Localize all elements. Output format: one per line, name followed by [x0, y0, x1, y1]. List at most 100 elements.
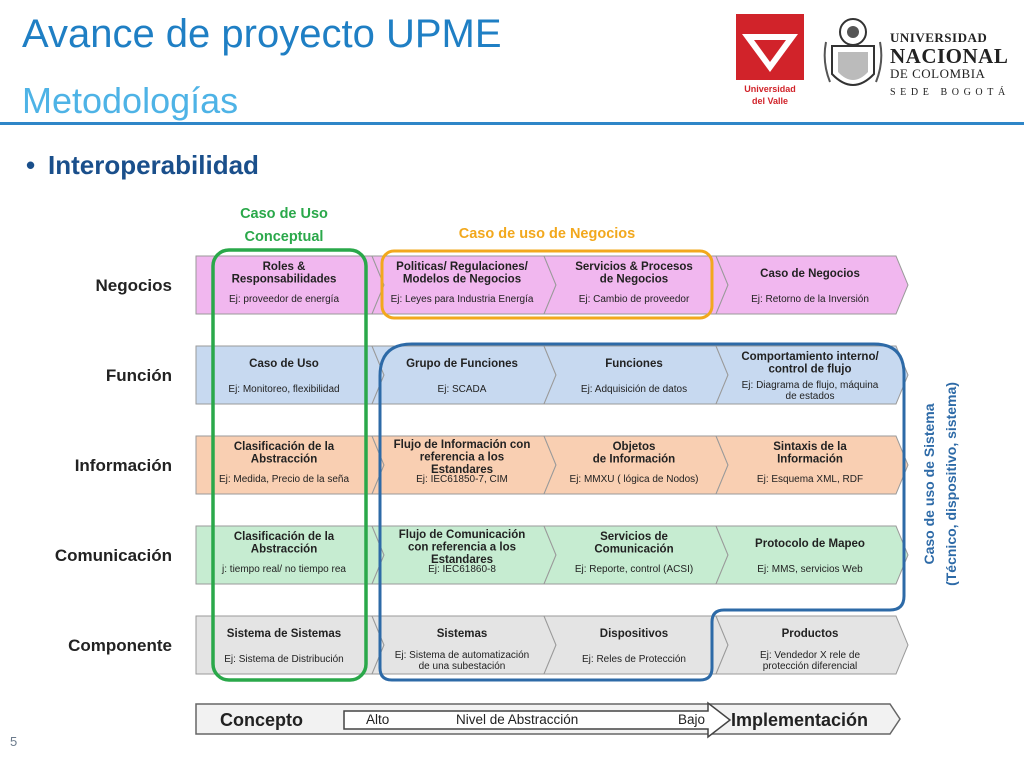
cell-title: Responsabilidades	[232, 274, 337, 286]
unal-logo: UNIVERSIDAD NACIONAL DE COLOMBIA SEDE BO…	[822, 12, 1022, 102]
unal-line-colombia: DE COLOMBIA	[890, 66, 986, 81]
system-use-case-label-line2: (Técnico, dispositivo, sistema)	[943, 382, 959, 586]
conceptual-use-case-label-line2: Conceptual	[245, 229, 324, 245]
cell-title: con referencia a los	[408, 542, 516, 554]
cell-title: Modelos de Negocios	[403, 274, 521, 286]
row-label: Función	[106, 366, 172, 385]
chevron-shape	[543, 615, 729, 675]
bullet-dot: •	[26, 150, 36, 180]
cell-example: Ej: IEC61860-8	[428, 564, 496, 575]
cell-example: Ej: IEC61850-7, CIM	[416, 474, 508, 485]
cell-title: Clasificación de la	[234, 441, 335, 453]
cell-example: Ej: Vendedor X rele de	[760, 650, 861, 661]
cell-example: Ej: Diagrama de flujo, máquina	[742, 380, 879, 391]
bullet-text: Interoperabilidad	[48, 150, 259, 180]
system-use-case-frame	[378, 342, 906, 682]
cell-title: Dispositivos	[600, 628, 668, 640]
row-2: Información Clasificación de laAbstracció…	[75, 435, 909, 495]
cell-title: Caso de Negocios	[760, 268, 860, 280]
cell-title: Clasificación de la	[234, 531, 335, 543]
cell-example: Ej: Leyes para Industria Energía	[391, 294, 534, 305]
cell-title: Sistemas	[437, 628, 488, 640]
cell-example: Ej: Adquisición de datos	[581, 384, 687, 395]
cell-example: Ej: SCADA	[438, 384, 487, 395]
univalle-logo-v-inner	[754, 40, 786, 62]
cell-title: Objetos	[613, 441, 656, 453]
cell-example: Ej: Sistema de automatización	[395, 650, 530, 661]
unal-line-nacional: NACIONAL	[890, 44, 1009, 68]
cell-title: referencia a los	[420, 452, 504, 464]
unal-line-sede: SEDE BOGOTÁ	[890, 87, 1010, 98]
system-use-case-label-line1: Caso de uso de Sistema	[921, 403, 937, 564]
cell-title: Funciones	[605, 358, 663, 370]
row-label: Componente	[68, 636, 172, 655]
cell-title: Estandares	[431, 554, 493, 566]
cell-example: Ej: Medida, Precio de la seña	[219, 474, 350, 485]
abstraction-arrow	[343, 701, 732, 739]
low-label: Bajo	[678, 712, 705, 727]
cell-title: Servicios & Procesos	[575, 261, 693, 273]
chevron-shape	[715, 345, 909, 405]
cell-title: Caso de Uso	[249, 358, 319, 370]
row-label: Negocios	[95, 276, 172, 295]
cell-title: de Información	[593, 454, 675, 466]
cell-title: Información	[777, 454, 843, 466]
cell-example: de una subestación	[419, 661, 506, 672]
cell-title: Roles &	[263, 261, 306, 273]
title-divider	[0, 122, 1024, 125]
univalle-name-line2: del Valle	[752, 96, 788, 106]
cell-example: Ej: Sistema de Distribución	[224, 654, 344, 665]
high-label: Alto	[366, 712, 389, 727]
cell-1-3: Comportamiento interno/control de flujoE…	[715, 345, 909, 405]
cell-example: protección diferencial	[763, 661, 858, 672]
cell-title: Sistema de Sistemas	[227, 628, 341, 640]
cell-title: Abstracción	[251, 544, 317, 556]
cell-0-1: Politicas/ Regulaciones/Modelos de Negoc…	[371, 255, 557, 315]
conceptual-use-case-label-line1: Caso de Uso	[240, 206, 328, 222]
row-3: Comunicación Clasificación de laAbstracci…	[55, 525, 909, 585]
cell-example: Ej: Retorno de la Inversión	[751, 294, 869, 305]
cell-title: Comunicación	[594, 544, 673, 556]
business-use-case-label: Caso de uso de Negocios	[459, 226, 635, 242]
cell-example: j: tiempo real/ no tiempo rea	[221, 564, 346, 575]
cell-title: control de flujo	[768, 364, 851, 376]
conceptual-use-case-frame	[211, 248, 368, 682]
business-use-case-frame	[380, 249, 714, 320]
cell-example: Ej: MMXU ( lógica de Nodos)	[570, 474, 699, 485]
slide-subtitle: Metodologías	[22, 80, 239, 121]
chevron-shape	[195, 345, 385, 405]
row-label: Comunicación	[55, 546, 172, 565]
cell-example: Ej: Reles de Protección	[582, 654, 686, 665]
cell-title: Servicios de	[600, 531, 668, 543]
page-number: 5	[10, 734, 18, 749]
cell-title: Estandares	[431, 464, 493, 476]
concept-label: Concepto	[220, 710, 303, 730]
cell-title: Comportamiento interno/	[741, 351, 879, 363]
cell-title: de Negocios	[600, 274, 668, 286]
cell-title: Politicas/ Regulaciones/	[396, 261, 528, 273]
chevron-shape	[715, 615, 909, 675]
cell-title: Productos	[782, 628, 839, 640]
unal-crest-icon	[823, 18, 883, 86]
cell-example: Ej: MMS, servicios Web	[757, 564, 863, 575]
cell-title: Grupo de Funciones	[406, 358, 518, 370]
unal-wordmark: UNIVERSIDAD NACIONAL DE COLOMBIA SEDE BO…	[890, 30, 1022, 98]
univalle-name-line1: Universidad	[744, 84, 796, 94]
